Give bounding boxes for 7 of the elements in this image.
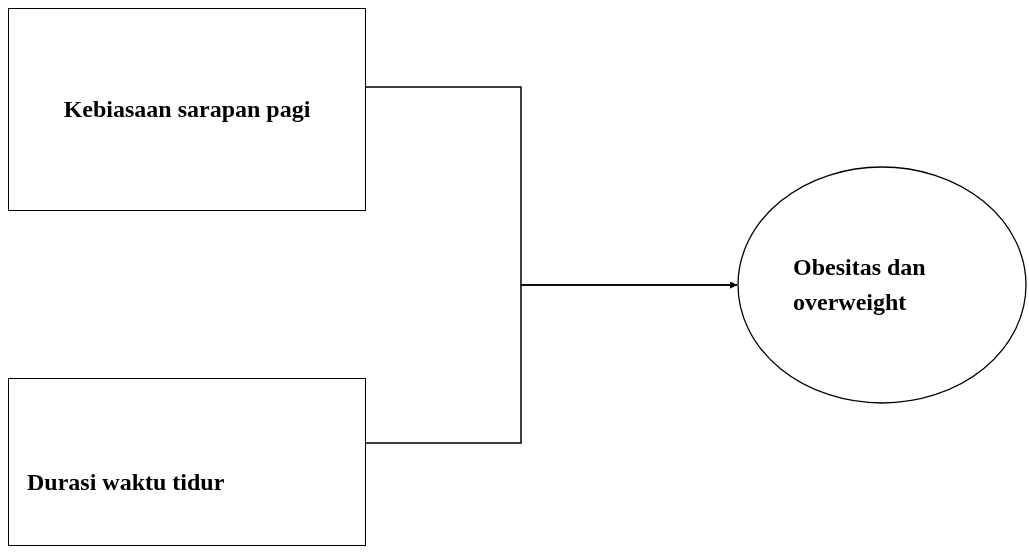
connector-arrow — [365, 281, 738, 444]
node-label: Durasi waktu tidur — [27, 467, 225, 497]
node-label: Kebiasaan sarapan pagi — [63, 95, 311, 125]
variable-box — [8, 8, 366, 211]
variable-box — [8, 378, 366, 546]
outcome-ellipse — [737, 166, 1027, 404]
node-label: Obesitas dan overweight — [793, 253, 927, 317]
